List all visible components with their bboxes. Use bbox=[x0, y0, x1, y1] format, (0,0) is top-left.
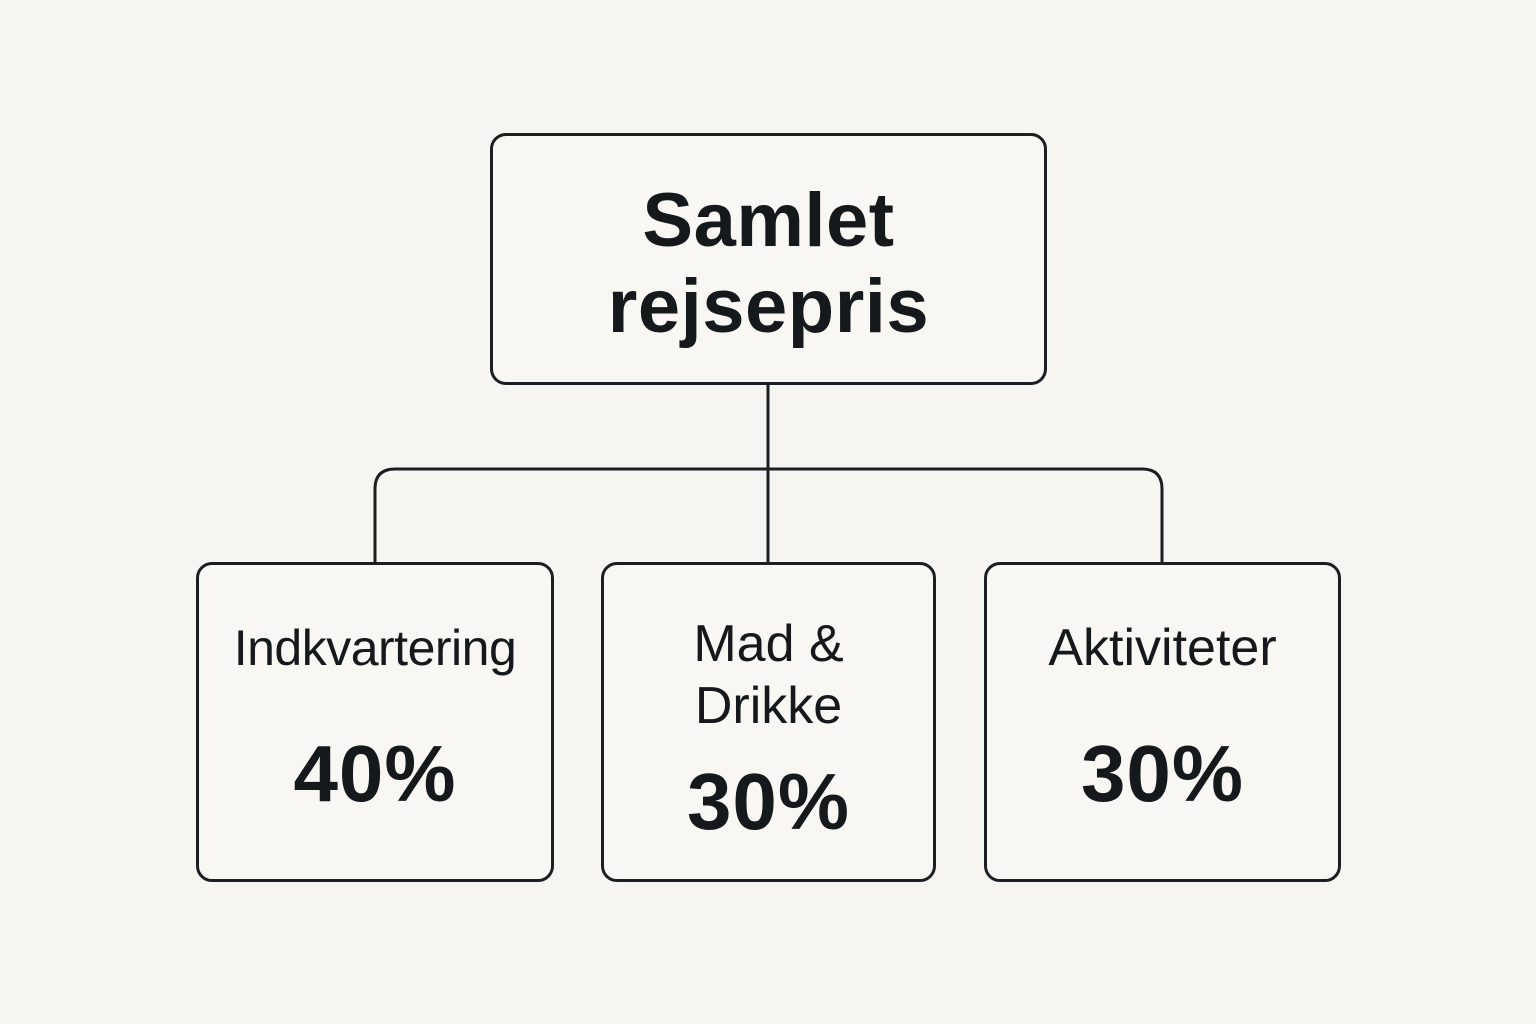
child-node-percentage: 40% bbox=[293, 729, 457, 818]
root-title-line-1: Samlet bbox=[642, 178, 895, 263]
child-node-accommodation: Indkvartering 40% bbox=[196, 562, 554, 882]
child-node-percentage: 30% bbox=[1080, 729, 1245, 818]
root-node-title: Samlet rejsepris bbox=[493, 178, 1044, 350]
child-node-label: Mad & Drikke bbox=[604, 613, 933, 737]
child-label-line-1: Mad & bbox=[693, 615, 844, 673]
connector-branch-left bbox=[373, 467, 768, 562]
child-label-line-1: Aktiviteter bbox=[1048, 619, 1277, 677]
child-label-line-1: Indkvartering bbox=[233, 620, 517, 676]
child-node-percentage: 30% bbox=[686, 757, 851, 846]
child-node-activities: Aktiviteter 30% bbox=[984, 562, 1341, 882]
child-label-line-2: Drikke bbox=[694, 677, 843, 735]
connector-branch-right bbox=[768, 467, 1164, 562]
root-title-line-2: rejsepris bbox=[607, 264, 930, 349]
child-node-label: Indkvartering bbox=[199, 617, 551, 679]
child-node-label: Aktiviteter bbox=[987, 617, 1338, 679]
root-node-total-price: Samlet rejsepris bbox=[490, 133, 1047, 385]
child-node-food-drink: Mad & Drikke 30% bbox=[601, 562, 936, 882]
